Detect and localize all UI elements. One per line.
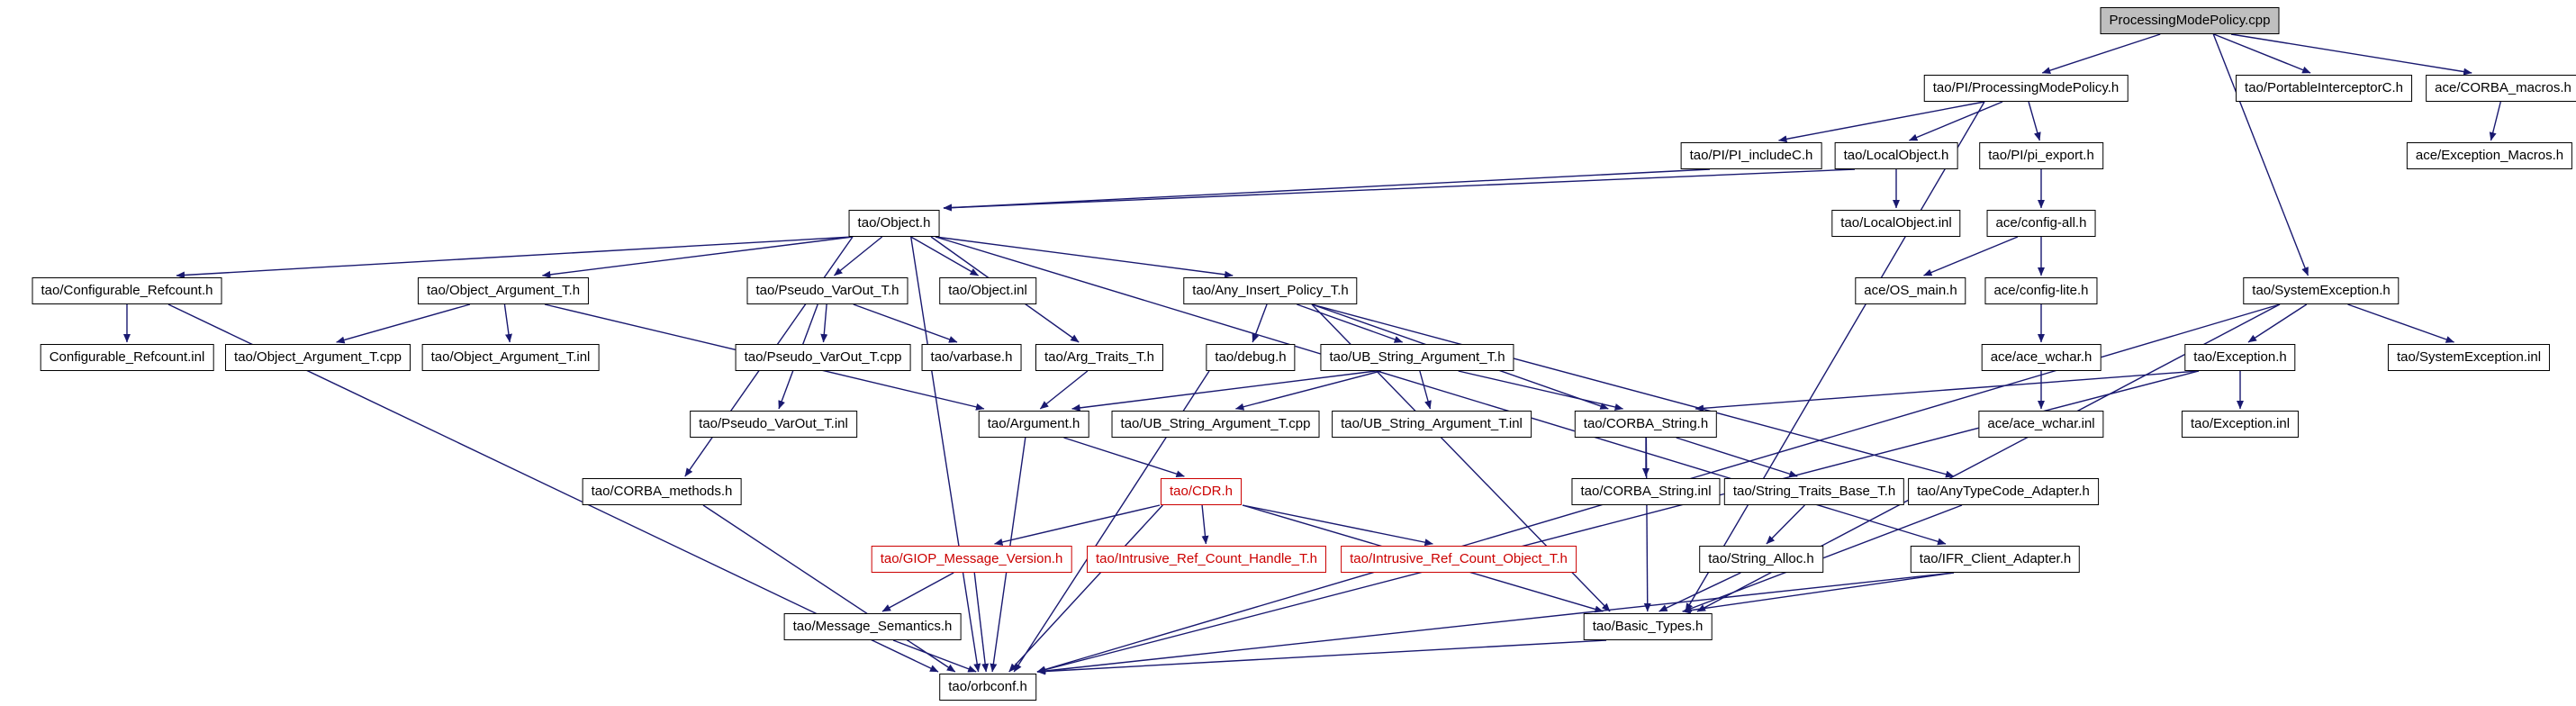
graph-node-object[interactable]: tao/Object.h (848, 210, 940, 237)
graph-node-pseudo_varout[interactable]: tao/Pseudo_VarOut_T.h (746, 277, 908, 304)
edge-ifr_client-basic_types (1682, 572, 1955, 614)
edge-giop_ver-msg_semantics (881, 572, 954, 612)
graph-node-ace_wchar_inl[interactable]: ace/ace_wchar.inl (1978, 411, 2104, 438)
graph-node-ub_string[interactable]: tao/UB_String_Argument_T.h (1320, 344, 1514, 371)
graph-node-corba_string[interactable]: tao/CORBA_String.h (1574, 411, 1718, 438)
edge-pi_includec-object (943, 168, 1711, 212)
graph-node-basic_types[interactable]: tao/Basic_Types.h (1583, 613, 1713, 640)
edge-any_insert-debug (1252, 303, 1268, 343)
edge-cdr-orbconf (1008, 504, 1163, 673)
edge-exception-corba_string (1695, 370, 2200, 412)
graph-node-corba_string_inl[interactable]: tao/CORBA_String.inl (1571, 478, 1721, 505)
graph-node-string_alloc[interactable]: tao/String_Alloc.h (1699, 546, 1823, 573)
edge-msg_semantics-orbconf (892, 639, 977, 673)
edge-cpp-pic (2213, 33, 2311, 74)
graph-node-corba_macros[interactable]: ace/CORBA_macros.h (2426, 75, 2576, 102)
edge-pmp_h-localobject (1909, 101, 2003, 141)
edge-pseudo_varout-varbase (853, 303, 958, 343)
graph-node-ifr_client[interactable]: tao/IFR_Client_Adapter.h (1910, 546, 2081, 573)
edge-object-obj_arg_t (541, 236, 854, 278)
edge-object-pseudo_varout (833, 236, 883, 276)
graph-node-config_lite[interactable]: ace/config-lite.h (1984, 277, 2098, 304)
graph-node-pmp_h[interactable]: tao/PI/ProcessingModePolicy.h (1923, 75, 2129, 102)
edge-object-conf_refcount (176, 236, 854, 279)
graph-node-any_insert[interactable]: tao/Any_Insert_Policy_T.h (1183, 277, 1358, 304)
edge-object-orbconf (910, 236, 981, 673)
edge-corba_string-string_traits (1676, 437, 1798, 478)
edge-cpp-pmp_h (2041, 33, 2161, 74)
edge-ifr_client-orbconf (1036, 572, 1955, 674)
graph-node-ub_string_cpp[interactable]: tao/UB_String_Argument_T.cpp (1111, 411, 1320, 438)
graph-node-localobject_inl[interactable]: tao/LocalObject.inl (1831, 210, 1961, 237)
edge-giop_ver-orbconf (973, 572, 990, 673)
edge-ub_string-ub_string_cpp (1234, 370, 1381, 411)
edge-pmp_h-pi_export (2028, 101, 2041, 141)
edge-cdr-intr_object (1242, 504, 1433, 547)
edge-cpp-corba_macros (2230, 33, 2472, 76)
graph-node-debug[interactable]: tao/debug.h (1206, 344, 1296, 371)
edge-pmp_h-pi_includec (1778, 101, 1985, 143)
graph-node-obj_arg_t[interactable]: tao/Object_Argument_T.h (417, 277, 590, 304)
edge-arg_traits-argument (1039, 370, 1089, 410)
graph-node-intr_handle[interactable]: tao/Intrusive_Ref_Count_Handle_T.h (1087, 546, 1326, 573)
graph-node-sysexception_inl[interactable]: tao/SystemException.inl (2387, 344, 2551, 371)
graph-node-exception_macros[interactable]: ace/Exception_Macros.h (2406, 142, 2573, 169)
graph-node-anytypecode[interactable]: tao/AnyTypeCode_Adapter.h (1908, 478, 2099, 505)
graph-node-pi_includec[interactable]: tao/PI/PI_includeC.h (1680, 142, 1822, 169)
graph-node-object_inl[interactable]: tao/Object.inl (939, 277, 1036, 304)
edge-corba_macros-exception_macros (2489, 101, 2501, 141)
graph-node-os_main[interactable]: ace/OS_main.h (1855, 277, 1966, 304)
graph-node-arg_traits[interactable]: tao/Arg_Traits_T.h (1035, 344, 1163, 371)
edge-object-any_insert (935, 236, 1234, 278)
edge-ub_string-argument (1071, 370, 1377, 412)
edge-localobject-object (943, 168, 1856, 212)
edge-cdr-giop_ver (994, 504, 1161, 546)
graph-node-localobject[interactable]: tao/LocalObject.h (1834, 142, 1958, 169)
graph-node-varbase[interactable]: tao/varbase.h (921, 344, 1022, 371)
edge-string_alloc-basic_types (1659, 572, 1741, 612)
graph-node-obj_arg_cpp[interactable]: tao/Object_Argument_T.cpp (225, 344, 411, 371)
graph-node-string_traits[interactable]: tao/String_Traits_Base_T.h (1723, 478, 1905, 505)
graph-node-intr_object[interactable]: tao/Intrusive_Ref_Count_Object_T.h (1341, 546, 1577, 573)
edge-cpp-sysexception (2212, 33, 2309, 276)
edge-corba_string-basic_types (1643, 437, 1651, 612)
edge-any_insert-ub_string (1297, 303, 1404, 343)
graph-node-pi_export[interactable]: tao/PI/pi_export.h (1979, 142, 2103, 169)
edge-sysexception-sysexception_inl (2347, 303, 2454, 343)
edge-argument-cdr (1063, 437, 1185, 478)
graph-node-pic[interactable]: tao/PortableInterceptorC.h (2236, 75, 2412, 102)
edge-corba_methods-orbconf (702, 504, 956, 673)
edge-object-object_inl (910, 236, 979, 276)
graph-node-sysexception[interactable]: tao/SystemException.h (2243, 277, 2400, 304)
edge-config_all-os_main (1923, 236, 2019, 276)
edge-sysexception-exception (2247, 303, 2308, 343)
edge-ub_string-ub_string_inl (1419, 370, 1432, 410)
graph-node-argument[interactable]: tao/Argument.h (978, 411, 1089, 438)
graph-node-obj_arg_inl[interactable]: tao/Object_Argument_T.inl (421, 344, 600, 371)
graph-node-exception_inl[interactable]: tao/Exception.inl (2181, 411, 2300, 438)
edge-ub_string-corba_string (1458, 370, 1624, 411)
graph-node-pseudo_inl[interactable]: tao/Pseudo_VarOut_T.inl (690, 411, 857, 438)
graph-node-conf_refcount_inl[interactable]: Configurable_Refcount.inl (40, 344, 214, 371)
edge-obj_arg_t-obj_arg_cpp (336, 303, 471, 344)
graph-node-corba_methods[interactable]: tao/CORBA_methods.h (582, 478, 742, 505)
graph-node-pseudo_cpp[interactable]: tao/Pseudo_VarOut_T.cpp (735, 344, 911, 371)
graph-node-exception[interactable]: tao/Exception.h (2184, 344, 2296, 371)
edge-string_traits-string_alloc (1766, 504, 1805, 545)
edge-cdr-intr_handle (1201, 504, 1209, 545)
edge-pseudo_varout-pseudo_cpp (820, 303, 828, 343)
graph-node-config_all[interactable]: ace/config-all.h (1986, 210, 2096, 237)
edge-basic_types-orbconf (1036, 639, 1607, 675)
edge-any_insert-anytypecode (1311, 303, 1955, 478)
graph-node-conf_refcount[interactable]: tao/Configurable_Refcount.h (32, 277, 222, 304)
graph-node-cdr[interactable]: tao/CDR.h (1160, 478, 1243, 505)
graph-node-giop_ver[interactable]: tao/GIOP_Message_Version.h (871, 546, 1072, 573)
graph-node-ace_wchar[interactable]: ace/ace_wchar.h (1981, 344, 2101, 371)
graph-node-orbconf[interactable]: tao/orbconf.h (939, 674, 1036, 701)
graph-node-msg_semantics[interactable]: tao/Message_Semantics.h (783, 613, 962, 640)
graph-node-cpp[interactable]: ProcessingModePolicy.cpp (2100, 7, 2280, 34)
edge-obj_arg_t-obj_arg_inl (503, 303, 512, 343)
edge-pmp_h-basic_types (1685, 101, 1985, 612)
graph-node-ub_string_inl[interactable]: tao/UB_String_Argument_T.inl (1332, 411, 1532, 438)
